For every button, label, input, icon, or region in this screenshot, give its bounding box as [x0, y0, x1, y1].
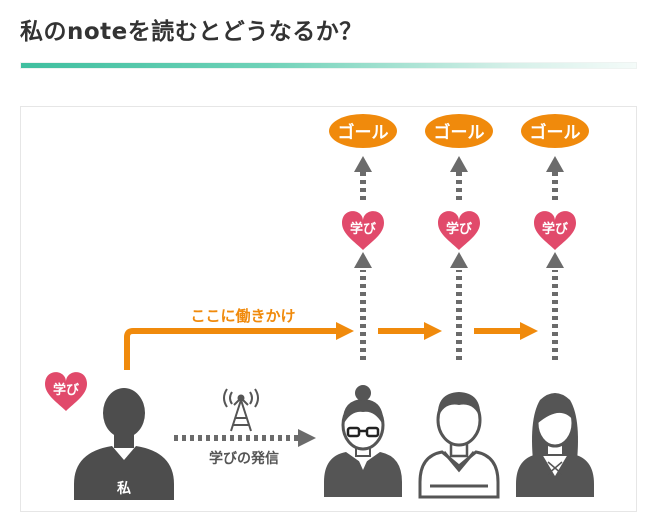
vertical-arrows: [360, 172, 558, 360]
goal-badge-2: ゴール: [425, 114, 493, 148]
arrowheads-up: [354, 156, 564, 268]
goal-badge-3: ゴール: [521, 114, 589, 148]
antenna-icon: [223, 388, 259, 432]
heart-label-self: 学び: [53, 382, 80, 398]
goal-label-2: ゴール: [434, 122, 485, 143]
arrowhead-up-3-upper: [546, 156, 564, 172]
heart-icon-2: 学び: [438, 211, 480, 250]
arrowhead-up-1-lower: [354, 252, 372, 268]
reader-2-icon: [418, 392, 500, 499]
heart-label-2: 学び: [446, 221, 473, 237]
heart-icon-1: 学び: [342, 211, 384, 250]
self-person-icon: [74, 388, 174, 500]
self-label: 私: [117, 480, 131, 497]
goal-label-3: ゴール: [530, 122, 581, 143]
approach-arrow: [124, 322, 354, 370]
heading-underline: [20, 62, 637, 69]
page-title: 私のnoteを読むとどうなるか？: [20, 19, 363, 45]
chain-arrow-2: [474, 322, 538, 340]
chain-arrow-1: [378, 322, 442, 340]
broadcast-label: 学びの発信: [209, 450, 279, 467]
approach-label: ここに働きかけ: [190, 307, 295, 325]
arrowhead-up-2-lower: [450, 252, 468, 268]
approach-arrowhead: [336, 322, 354, 340]
heart-icon-3: 学び: [534, 211, 576, 250]
arrowhead-up-3-lower: [546, 252, 564, 268]
reader-1-icon: [324, 385, 402, 497]
arrowhead-up-2-upper: [450, 156, 468, 172]
goal-badge-1: ゴール: [329, 114, 397, 148]
arrowhead-up-1-upper: [354, 156, 372, 172]
heart-label-3: 学び: [542, 221, 569, 237]
goal-label-1: ゴール: [338, 122, 389, 143]
broadcast-arrow: [174, 429, 316, 447]
reader-3-icon: [516, 393, 594, 497]
heart-icon-self: 学び: [45, 372, 87, 411]
heart-label-1: 学び: [350, 221, 377, 237]
